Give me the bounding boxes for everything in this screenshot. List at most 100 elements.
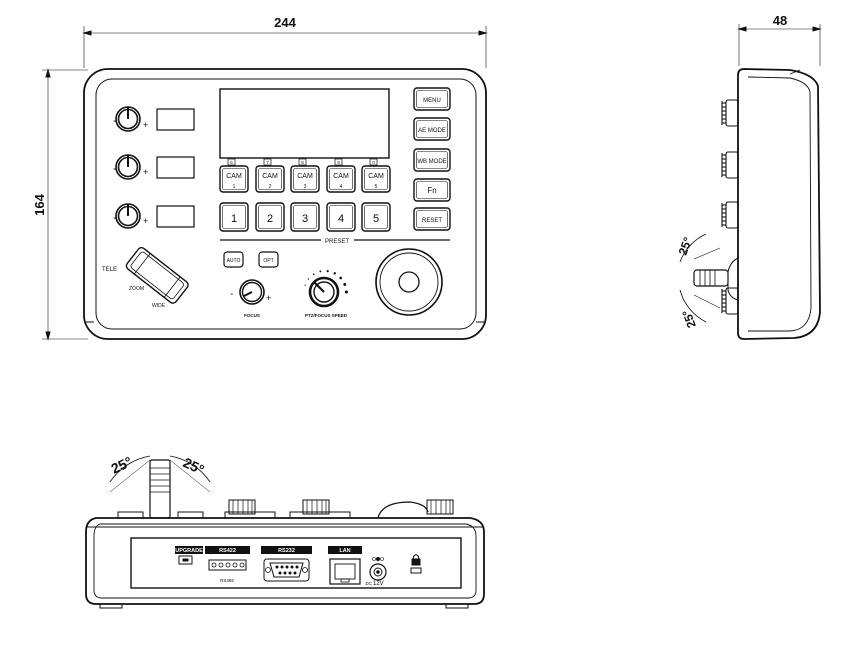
preset-button-5[interactable]: [361, 202, 391, 232]
preset-button-inner: [293, 205, 317, 229]
speed-scale-dot: [333, 272, 336, 275]
cam-button-index: 2: [269, 184, 272, 190]
speed-scale-dot: [312, 273, 315, 275]
preset-button-label: 1: [231, 213, 237, 225]
speed-scale-dot: [344, 290, 348, 294]
speed-knob: [308, 276, 340, 308]
cam-button-number-box: [298, 158, 307, 166]
focus-knob: [239, 279, 265, 305]
cam-button-5[interactable]: [361, 165, 391, 193]
rs232-label: RS232: [278, 548, 295, 554]
preset-button-2[interactable]: [255, 202, 285, 232]
lcd-screen: [219, 88, 390, 159]
speed-scale-dot: [319, 270, 322, 273]
joystick: [375, 248, 443, 316]
cam-button-number-box: [369, 158, 378, 166]
right-button-label: RESET: [422, 218, 442, 224]
knob2-plus: +: [143, 167, 148, 177]
cam-button-label: CAM: [368, 173, 384, 180]
cam-button-number-box: [263, 158, 272, 166]
auto-button[interactable]: [223, 251, 244, 268]
cam-button-index: 4: [340, 184, 343, 190]
preset-button-inner: [222, 205, 246, 229]
zoom-zoom-label: ZOOM: [129, 286, 144, 292]
knob2-minus: -: [113, 161, 117, 175]
side-angle-up: 25°: [676, 235, 695, 257]
lan-label: LAN: [339, 548, 350, 554]
preset-label: PRESET: [325, 239, 349, 245]
speed-scale-dot: [339, 276, 343, 280]
width-dimension: 244: [274, 15, 296, 30]
cam-button-index: 5: [375, 184, 378, 190]
cam-button-inner: [293, 168, 317, 190]
preset-button-4[interactable]: [326, 202, 356, 232]
cam-button-number: 0: [372, 160, 375, 165]
right-button-inner: [416, 120, 448, 138]
front-view: [42, 26, 488, 341]
cam-button-inner: [329, 168, 353, 190]
right-button-3[interactable]: [413, 148, 451, 172]
side-view: [679, 24, 822, 340]
opt-button-label: OPT: [263, 258, 273, 264]
right-button-5[interactable]: [413, 207, 451, 231]
speed-label: PTZ/FOCUS SPEED: [305, 313, 348, 318]
cam-button-inner: [222, 168, 246, 190]
preset-button-label: 4: [338, 213, 344, 225]
right-button-4[interactable]: [413, 178, 451, 202]
upgrade-tag: [175, 546, 203, 554]
preset-button-inner: [364, 205, 388, 229]
zoom-rocker: [125, 247, 189, 304]
back-angle-right: 25°: [181, 454, 207, 477]
height-dimension: 164: [32, 193, 47, 215]
auto-button-label: AUTO: [227, 258, 241, 264]
power-label: 12V: [373, 581, 384, 587]
speed-scale-dot: [304, 284, 306, 286]
side-angle-down: 25°: [679, 308, 698, 330]
focus-plus: +: [266, 293, 271, 303]
cam-button-label: CAM: [226, 173, 242, 180]
power-prefix: DC: [366, 581, 373, 586]
speed-scale-dots: [304, 270, 348, 294]
focus-label: FOCUS: [244, 313, 260, 318]
cam-button-number: 6: [230, 160, 233, 165]
right-button-label: Fn: [427, 186, 436, 195]
rs422-label: RS422: [219, 548, 236, 554]
preset-button-label: 2: [267, 213, 273, 225]
focus-minus: -: [230, 289, 233, 300]
cam-button-number: 9: [337, 160, 340, 165]
opt-button[interactable]: [258, 251, 279, 268]
preset-button-label: 5: [373, 213, 379, 225]
right-button-inner: [416, 90, 448, 108]
right-button-label: WB MODE: [417, 159, 446, 165]
rs232-tag: [261, 546, 312, 554]
back-angle-left: 25°: [109, 453, 135, 476]
preset-button-label: 3: [302, 213, 308, 225]
knob1-minus: -: [113, 113, 117, 127]
cam-button-4[interactable]: [326, 165, 356, 193]
right-button-2[interactable]: [413, 117, 451, 141]
right-button-inner: [416, 151, 448, 169]
cam-button-label: CAM: [297, 173, 313, 180]
cam-button-3[interactable]: [290, 165, 320, 193]
depth-dimension: 48: [773, 13, 787, 28]
cam-button-number: 7: [266, 160, 269, 165]
preset-button-inner: [329, 205, 353, 229]
rs485-label: RS485: [220, 578, 234, 583]
speed-scale-dot: [326, 270, 329, 273]
preset-button-inner: [258, 205, 282, 229]
right-button-inner: [416, 210, 448, 228]
knob3-plus: +: [143, 216, 148, 226]
speed-scale-dot: [307, 278, 310, 280]
right-button-1[interactable]: [413, 87, 451, 111]
speed-scale-dot: [343, 283, 347, 286]
cam-button-inner: [364, 168, 388, 190]
preset-button-3[interactable]: [290, 202, 320, 232]
cam-button-1[interactable]: [219, 165, 249, 193]
right-button-label: MENU: [423, 98, 441, 104]
cam-button-label: CAM: [262, 173, 278, 180]
zoom-tele-label: TELE: [102, 267, 117, 273]
upgrade-label: UPGRADE: [175, 548, 203, 554]
cam-button-2[interactable]: [255, 165, 285, 193]
preset-button-1[interactable]: [219, 202, 249, 232]
